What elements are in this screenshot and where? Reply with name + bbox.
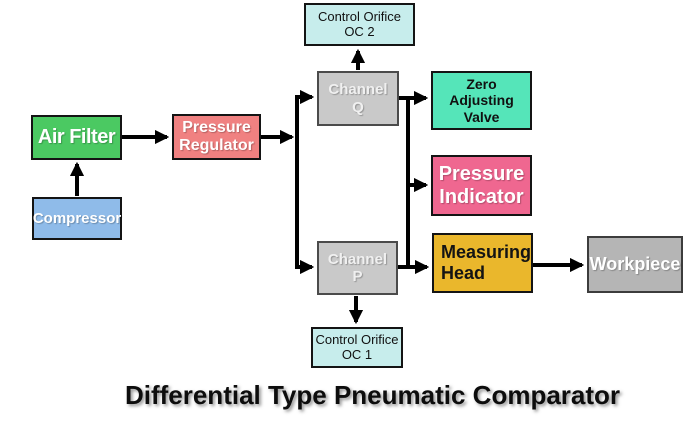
compressor-label: Compressor bbox=[32, 209, 122, 227]
workpiece-box: Workpiece bbox=[587, 236, 683, 293]
control-orifice-1-box: Control Orifice OC 1 bbox=[311, 327, 403, 368]
control-orifice-2-label: Control Orifice OC 2 bbox=[317, 8, 402, 39]
channel-q-box: Channel Q bbox=[317, 71, 399, 126]
pressure-indicator-label: Pressure Indicator bbox=[438, 162, 525, 208]
zero-adjusting-valve-box: Zero Adjusting Valve bbox=[431, 71, 532, 130]
diagram-title: Differential Type Pneumatic Comparator bbox=[124, 380, 621, 410]
pressure-regulator-box: Pressure Regulator bbox=[172, 114, 261, 160]
air-filter-box: Air Filter bbox=[31, 115, 122, 160]
pressure-regulator-label: Pressure Regulator bbox=[179, 118, 254, 154]
air-filter-label: Air Filter bbox=[37, 126, 116, 148]
workpiece-label: Workpiece bbox=[589, 254, 681, 275]
measuring-head-box: Measuring Head bbox=[432, 233, 533, 293]
compressor-box: Compressor bbox=[32, 197, 122, 240]
control-orifice-1-label: Control Orifice OC 1 bbox=[315, 331, 399, 362]
zero-adjusting-valve-label: Zero Adjusting Valve bbox=[449, 76, 514, 125]
channel-p-box: Channel P bbox=[317, 241, 398, 295]
arrow-trunk-to-channel-q bbox=[295, 89, 315, 137]
control-orifice-2-box: Control Orifice OC 2 bbox=[304, 3, 415, 46]
arrow-trunk-to-channel-p bbox=[295, 135, 315, 275]
measuring-head-label: Measuring Head bbox=[441, 242, 532, 283]
pressure-indicator-box: Pressure Indicator bbox=[431, 155, 532, 216]
channel-p-label: Channel P bbox=[327, 250, 388, 285]
channel-q-label: Channel Q bbox=[328, 81, 388, 116]
